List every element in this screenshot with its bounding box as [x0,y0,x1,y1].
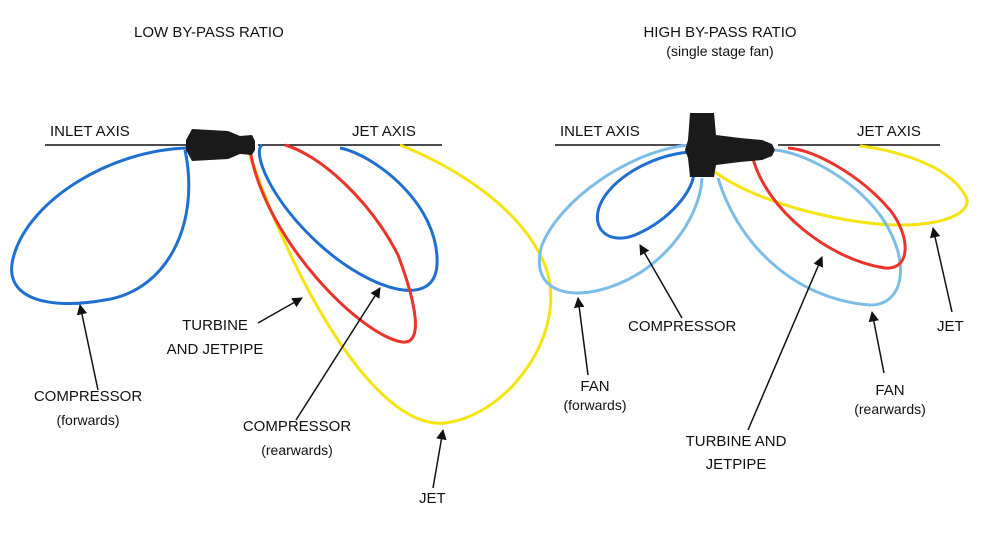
low-bypass-panel [10,129,553,489]
left-jet-axis-label: JET AXIS [352,123,416,140]
right-fan-rear-label: FAN (rearwards) [854,382,926,418]
left-jet-lobe [246,143,553,425]
right-jet-lobe [714,144,969,227]
left-turbine-lobe [248,143,417,344]
left-turbine-line2: AND JETPIPE [166,341,264,358]
right-fan-rear-line1: FAN [875,382,905,399]
right-fan-rear-lobe [716,148,902,307]
left-turbine-label: TURBINE AND JETPIPE [167,317,264,359]
right-subtitle: (single stage fan) [666,43,774,59]
left-compressor-rear-line2: (rearwards) [261,442,333,458]
right-turbine-label: TURBINE AND JETPIPE [686,433,787,474]
right-fan-rear-arrow [868,310,885,374]
left-turbine-arrow [257,297,303,324]
left-turbine-line1: TURBINE [182,317,248,334]
right-jet-axis-label: JET AXIS [857,123,921,140]
left-compressor-fwd-label: COMPRESSOR (forwards) [34,388,142,429]
right-fan-fwd-arrow [574,296,589,376]
right-jet-arrow [929,226,953,313]
right-fan-fwd-label: FAN (forwards) [563,378,626,414]
left-jet-label: JET [419,490,446,507]
right-title: HIGH BY-PASS RATIO [643,24,797,41]
right-fan-fwd-line2: (forwards) [563,397,627,413]
right-turbine-lobe [750,146,907,270]
right-fan-rear-line2: (rearwards) [854,401,926,417]
right-compressor-arrow [639,244,683,319]
left-compressor-rear-line1: COMPRESSOR [242,418,352,435]
right-compressor-label: COMPRESSOR [628,318,737,335]
left-compressor-fwd-line2: (forwards) [56,412,120,428]
left-jet-arrow [432,428,447,489]
right-inlet-axis-label: INLET AXIS [560,123,640,140]
left-title: LOW BY-PASS RATIO [134,24,284,41]
right-turbine-line2: JETPIPE [705,456,767,473]
right-compressor-lobe [596,150,696,240]
left-compressor-fwd-arrow [76,303,99,391]
left-compressor-rear-label: COMPRESSOR (rearwards) [243,418,351,459]
left-compressor-fwd-line1: COMPRESSOR [33,388,143,405]
right-fan-fwd-line1: FAN [580,378,610,395]
right-fan-fwd-lobe [537,143,704,295]
left-compressor-rear-lobe [257,143,439,292]
left-inlet-axis-label: INLET AXIS [50,123,130,140]
right-jet-label: JET [937,318,964,335]
right-turbine-line1: TURBINE AND [685,433,787,450]
left-compressor-rear-arrow [295,287,381,421]
high-bypass-engine [685,113,775,177]
high-bypass-panel [537,113,969,431]
right-title-block: HIGH BY-PASS RATIO (single stage fan) [643,24,796,60]
low-bypass-engine [186,129,255,161]
left-compressor-fwd-lobe [10,146,191,306]
right-turbine-arrow [747,256,824,431]
